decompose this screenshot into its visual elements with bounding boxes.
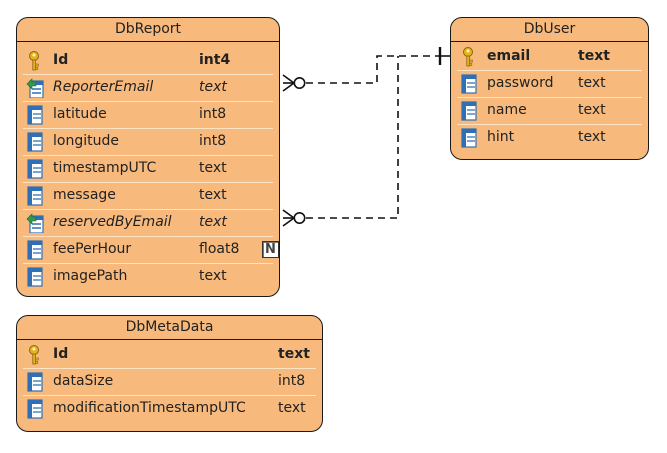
entity-dbuser[interactable]: DbUser email text password text [450, 17, 649, 160]
column-icon [27, 132, 43, 152]
entity-title: DbUser [451, 18, 648, 42]
column-type: text [199, 79, 227, 95]
column-icon [461, 128, 477, 148]
column-name: Id [53, 346, 69, 362]
table-row[interactable]: reservedByEmail text [17, 209, 279, 236]
column-icon [461, 74, 477, 94]
column-type: float8 [199, 241, 240, 257]
column-type: text [578, 48, 610, 64]
table-row[interactable]: longitude int8 [17, 128, 279, 155]
column-type: text [578, 75, 606, 91]
column-type: text [199, 214, 227, 230]
table-row[interactable]: modificationTimestampUTC text [17, 395, 322, 422]
column-type: text [578, 129, 606, 145]
relationship-reporter-email[interactable] [282, 47, 450, 92]
column-type: int8 [199, 133, 227, 149]
column-name: reservedByEmail [53, 214, 172, 230]
column-type: text [199, 160, 227, 176]
table-row[interactable]: hint text [451, 124, 648, 151]
column-name: email [487, 48, 531, 64]
column-type: text [278, 346, 310, 362]
column-name: feePerHour [53, 241, 132, 257]
entity-dbreport[interactable]: DbReport Id int4 ReporterEmail text [16, 17, 280, 297]
table-row[interactable]: password text [451, 70, 648, 97]
table-row[interactable]: email text [451, 43, 648, 70]
foreign-key-column-icon [26, 78, 44, 98]
column-type: int8 [199, 106, 227, 122]
column-icon [27, 372, 43, 392]
column-name: latitude [53, 106, 107, 122]
column-type: text [199, 268, 227, 284]
foreign-key-column-icon [26, 213, 44, 233]
column-name: message [53, 187, 116, 203]
table-row[interactable]: Id text [17, 341, 322, 368]
table-row[interactable]: timestampUTC text [17, 155, 279, 182]
column-type: text [278, 400, 306, 416]
column-name: hint [487, 129, 515, 145]
column-type: text [578, 102, 606, 118]
column-icon [27, 105, 43, 125]
nullable-badge: N [262, 241, 279, 258]
column-icon [27, 186, 43, 206]
column-type: text [199, 187, 227, 203]
column-name: timestampUTC [53, 160, 157, 176]
table-row[interactable]: feePerHour float8 N [17, 236, 279, 263]
column-name: ReporterEmail [53, 79, 154, 95]
column-name: dataSize [53, 373, 114, 389]
column-name: name [487, 102, 527, 118]
table-row[interactable]: ReporterEmail text [17, 74, 279, 101]
column-name: longitude [53, 133, 119, 149]
key-icon [463, 47, 473, 67]
table-row[interactable]: imagePath text [17, 263, 279, 290]
column-icon [27, 399, 43, 419]
relationship-reserved-by-email[interactable] [282, 56, 399, 227]
column-name: password [487, 75, 554, 91]
table-row[interactable]: Id int4 [17, 47, 279, 74]
column-icon [27, 240, 43, 260]
column-name: imagePath [53, 268, 128, 284]
column-icon [27, 159, 43, 179]
key-icon [29, 345, 39, 365]
table-row[interactable]: name text [451, 97, 648, 124]
column-icon [461, 101, 477, 121]
entity-title: DbMetaData [17, 316, 322, 340]
column-name: Id [53, 52, 69, 68]
entity-title: DbReport [17, 18, 279, 42]
table-row[interactable]: dataSize int8 [17, 368, 322, 395]
column-type: int8 [278, 373, 306, 389]
table-row[interactable]: message text [17, 182, 279, 209]
column-name: modificationTimestampUTC [53, 400, 246, 416]
entity-dbmetadata[interactable]: DbMetaData Id text dataSize int8 [16, 315, 323, 432]
table-row[interactable]: latitude int8 [17, 101, 279, 128]
key-icon [29, 51, 39, 71]
column-type: int4 [199, 52, 231, 68]
column-icon [27, 267, 43, 287]
